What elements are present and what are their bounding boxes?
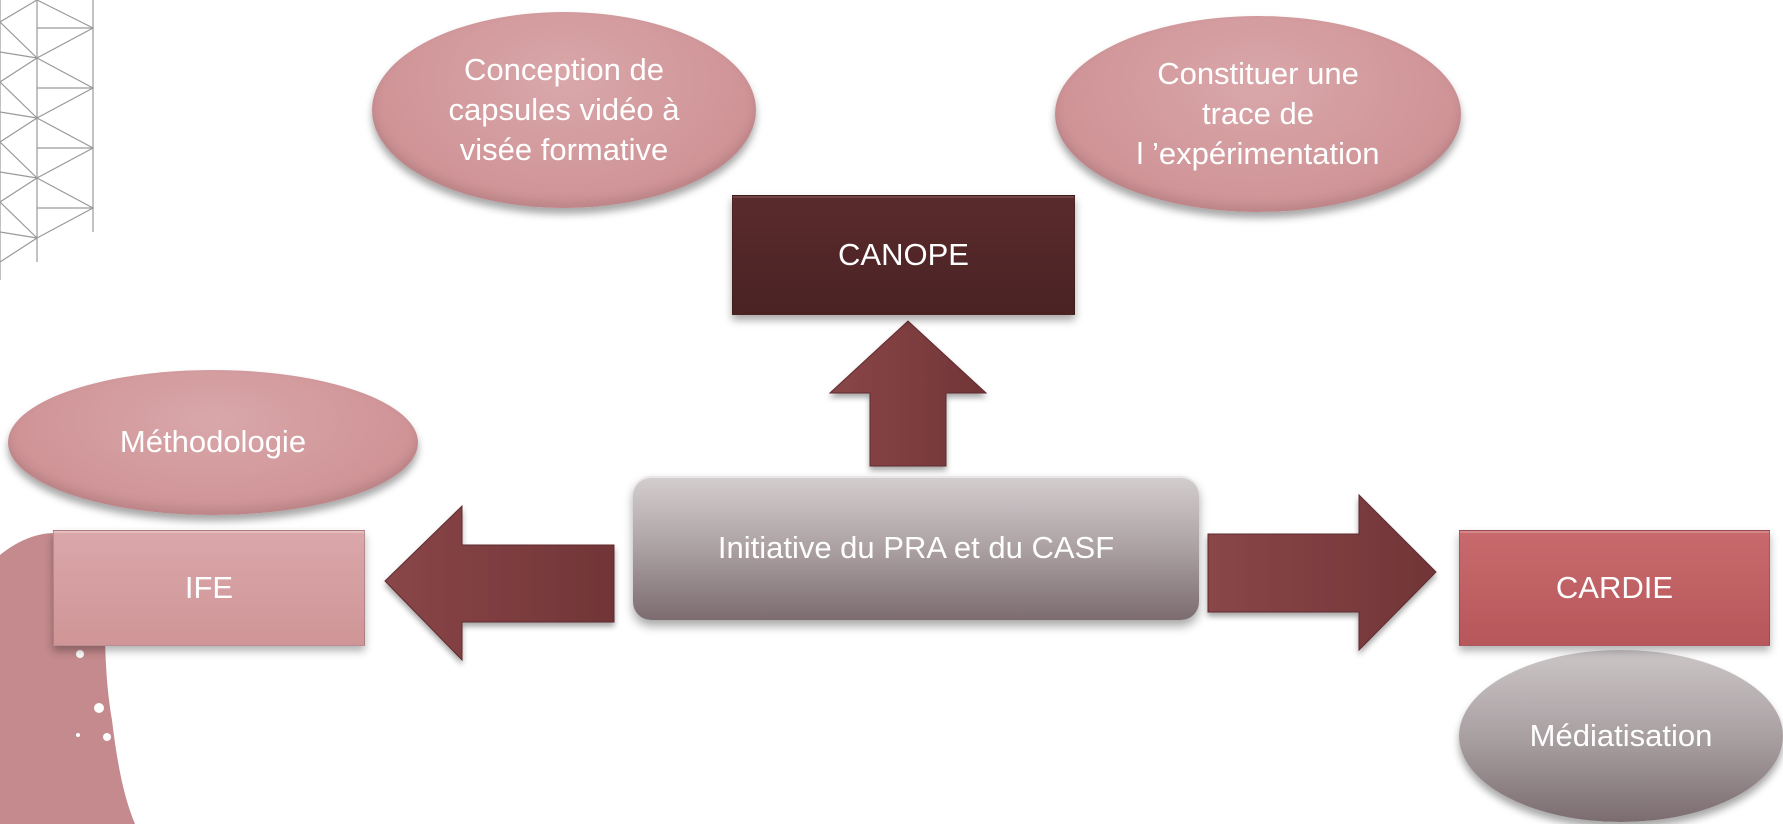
arrow-up-to-canope: [828, 320, 988, 467]
note-canope-right: Constituer une trace de l ’expérimentati…: [1055, 16, 1461, 212]
node-label: CARDIE: [1555, 569, 1674, 605]
note-canope-left: Conception de capsules vidéo à visée for…: [372, 12, 756, 208]
triangle-lattice-decoration: [0, 0, 95, 280]
node-ife: IFE: [53, 530, 365, 646]
note-cardie: Médiatisation: [1459, 650, 1783, 822]
note-line: l ’expérimentation: [1136, 136, 1380, 172]
note-line: visée formative: [459, 132, 669, 168]
node-label: Initiative du PRA et du CASF: [717, 529, 1115, 565]
arrow-right-to-cardie: [1207, 493, 1437, 652]
note-label: Méthodologie: [119, 424, 307, 460]
note-line: Constituer une: [1157, 55, 1359, 91]
note-ife: Méthodologie: [8, 370, 418, 515]
note-line: Conception de: [464, 51, 664, 87]
note-line: capsules vidéo à: [448, 91, 680, 127]
note-line: trace de: [1201, 95, 1314, 131]
node-label: CANOPE: [838, 236, 969, 272]
arrow-left-to-ife: [384, 504, 615, 662]
note-label: Médiatisation: [1529, 717, 1713, 753]
node-canope: CANOPE: [732, 195, 1075, 315]
node-center-initiative: Initiative du PRA et du CASF: [633, 476, 1199, 620]
node-label: IFE: [184, 569, 234, 605]
node-cardie: CARDIE: [1459, 530, 1770, 646]
